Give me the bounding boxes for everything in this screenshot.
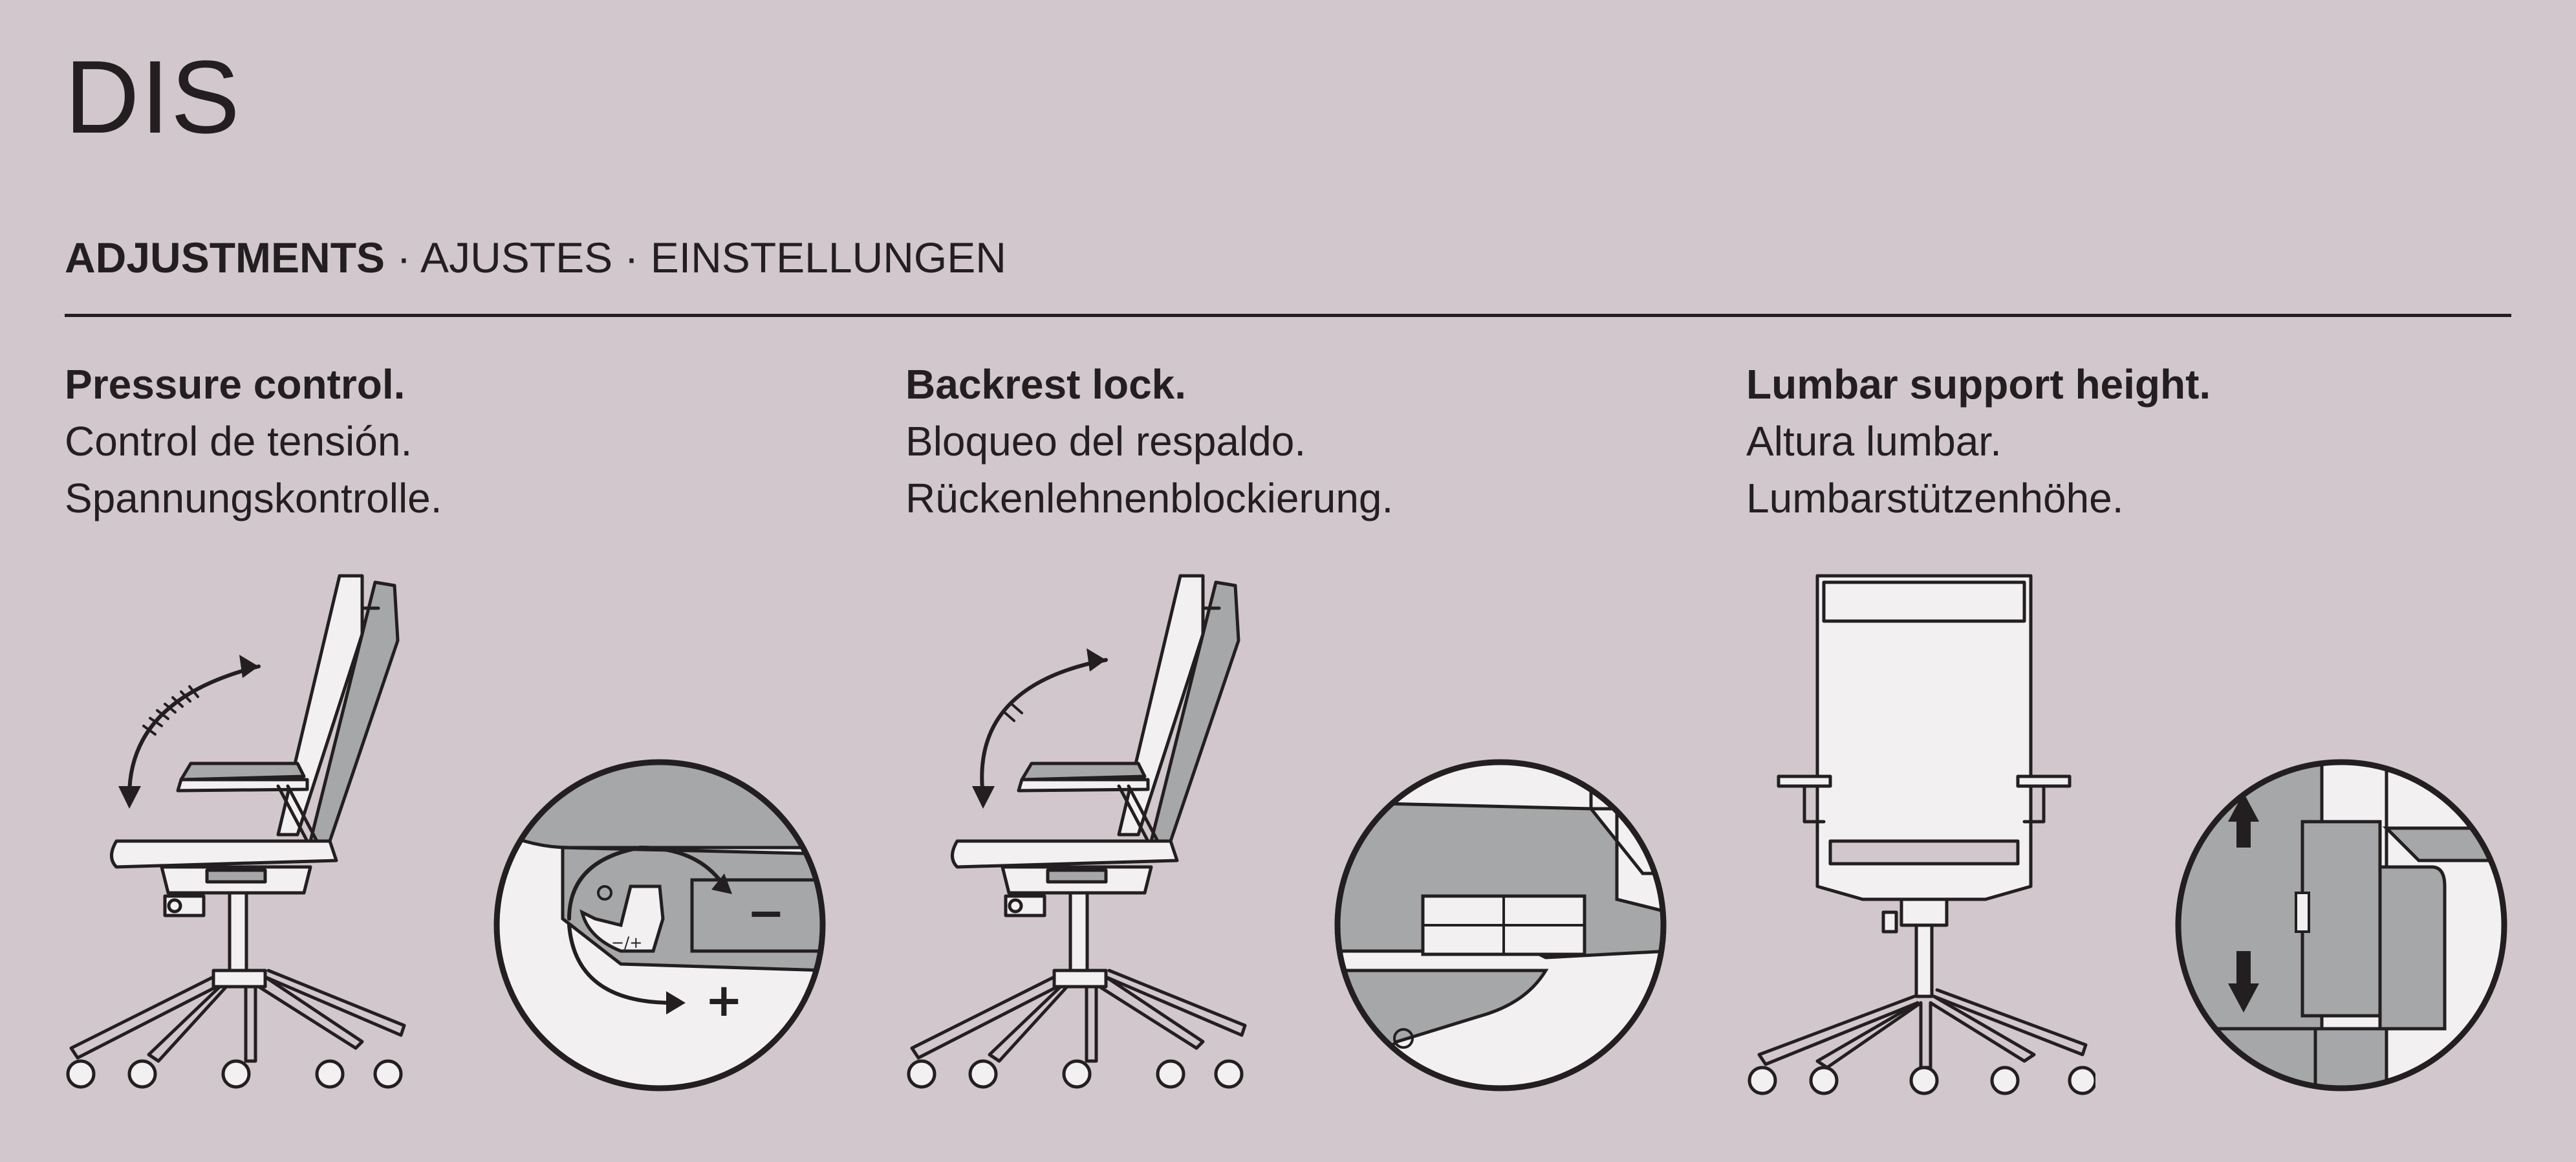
section-lumbar-support: Lumbar support height. Altura lumbar. Lu… <box>1746 356 2555 527</box>
subtitle: ADJUSTMENTS · AJUSTES · EINSTELLUNGEN <box>65 236 1006 279</box>
divider-rule <box>65 314 2511 317</box>
page-title: DIS <box>65 39 241 155</box>
section-line-es: Bloqueo del respaldo. <box>905 418 1306 465</box>
detail-magnifier-icon <box>1332 757 1669 1093</box>
chair-side-icon <box>52 556 440 1106</box>
subtitle-rest: · AJUSTES · EINSTELLUNGEN <box>385 234 1006 281</box>
svg-text:−/+: −/+ <box>611 934 642 952</box>
section-heading: Pressure control. <box>65 361 406 408</box>
section-pressure-control: Pressure control. Control de tensión. Sp… <box>65 356 873 527</box>
detail-minus-label: − <box>747 886 785 939</box>
section-backrest-lock: Backrest lock. Bloqueo del respaldo. Rüc… <box>905 356 1714 527</box>
detail-magnifier-icon: −/+ − + <box>492 757 828 1093</box>
subtitle-bold: ADJUSTMENTS <box>65 234 385 281</box>
detail-plus-label: + <box>705 974 743 1027</box>
chair-side-icon <box>893 556 1281 1106</box>
section-line-de: Spannungskontrolle. <box>65 475 442 521</box>
section-line-es: Altura lumbar. <box>1746 418 2002 465</box>
section-line-de: Lumbarstützenhöhe. <box>1746 475 2124 521</box>
section-heading: Backrest lock. <box>905 361 1187 408</box>
chair-front-icon <box>1733 563 2095 1106</box>
section-line-es: Control de tensión. <box>65 418 413 465</box>
section-heading: Lumbar support height. <box>1746 361 2211 408</box>
section-line-de: Rückenlehnenblockierung. <box>905 475 1394 521</box>
detail-magnifier-icon <box>2173 757 2509 1093</box>
